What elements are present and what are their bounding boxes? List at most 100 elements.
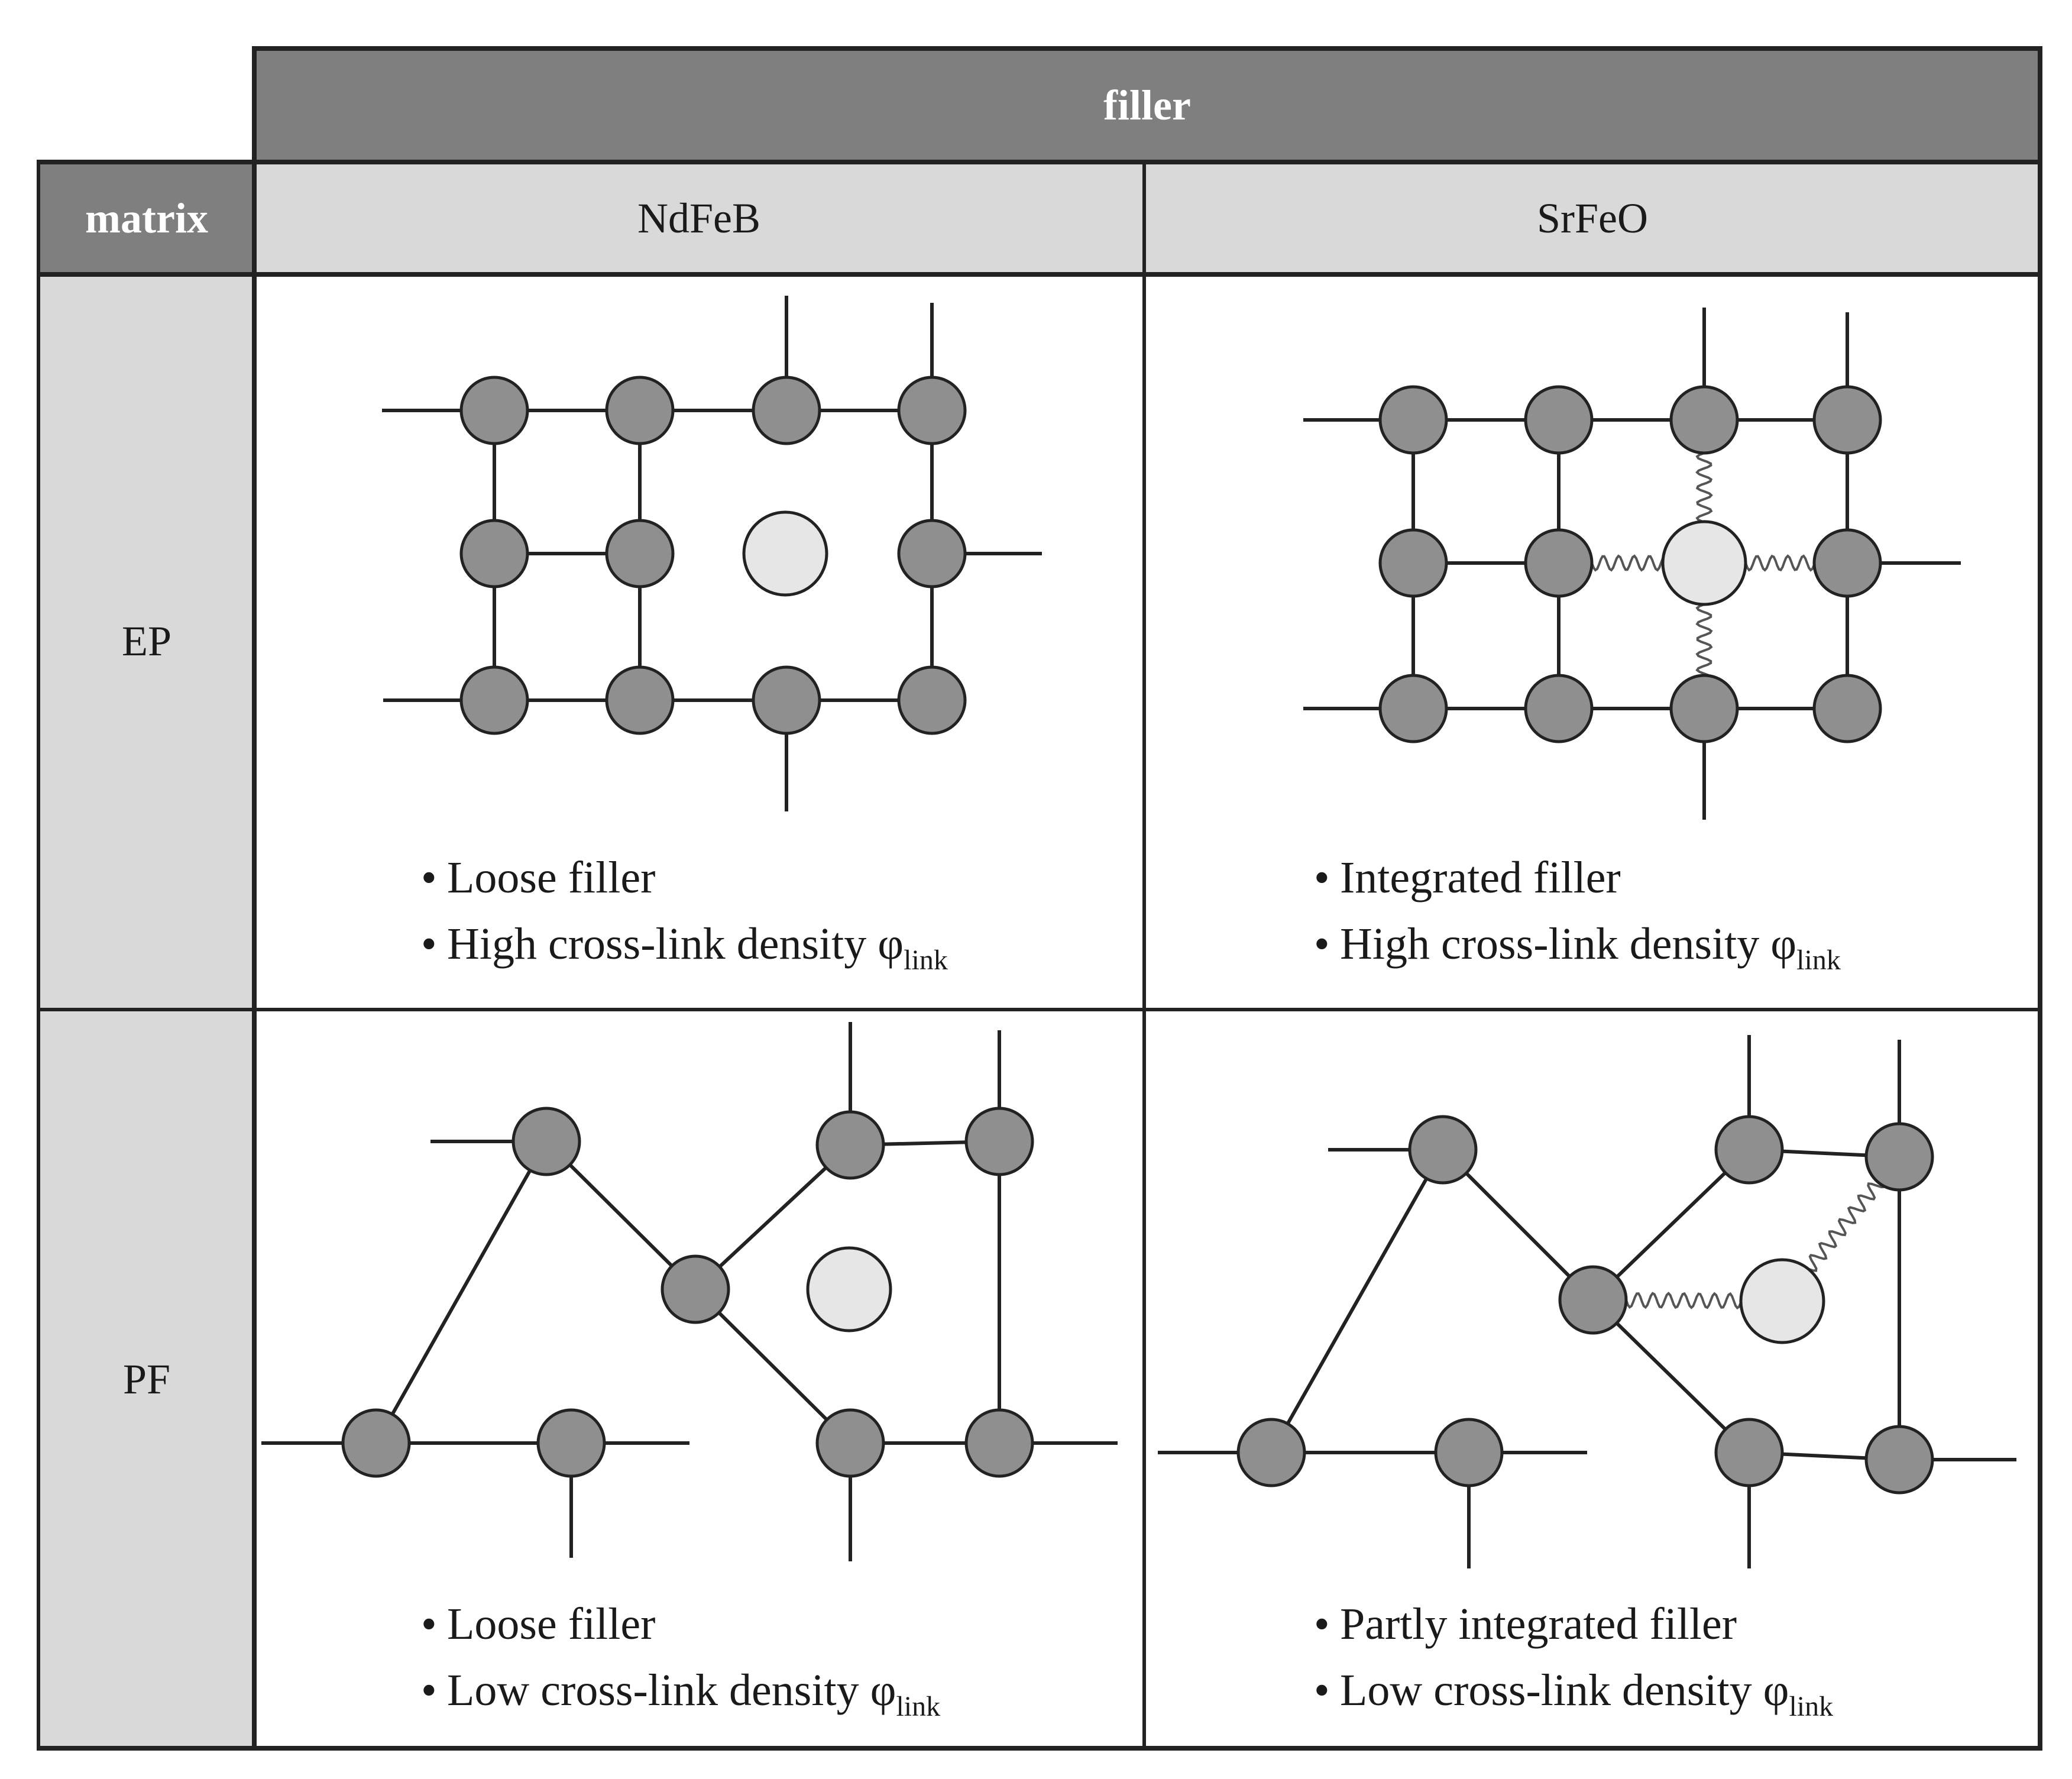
grid-row-divider (37, 1008, 2042, 1011)
polymer-node (459, 665, 529, 735)
notes-pf-ndfeb: •Loose filler •Low cross-link density φl… (421, 1591, 940, 1729)
filler-header: filler (1103, 81, 1191, 129)
polymer-node (1864, 1122, 1934, 1192)
note-line: •Loose filler (421, 853, 656, 903)
polymer-node (1714, 1418, 1784, 1487)
bond-line (1591, 1148, 1751, 1302)
polymer-node (511, 1107, 581, 1176)
polymer-node (815, 1408, 885, 1478)
column-header-bg (254, 162, 2040, 274)
polymer-node (1408, 1115, 1478, 1185)
phi-symbol: φ (1770, 919, 1797, 969)
polymer-node (1812, 528, 1882, 598)
grid-top-line (252, 46, 2042, 51)
matrix-header: matrix (85, 194, 208, 242)
polymer-node (815, 1110, 885, 1180)
polymer-node (1558, 1265, 1628, 1335)
row-label-pf: PF (122, 1355, 171, 1403)
column-header-ndfeb: NdFeB (637, 194, 761, 242)
polymer-node (1236, 1418, 1306, 1487)
note-text: Low cross-link density (1340, 1665, 1752, 1715)
note-line: •Low cross-link density φlink (421, 1665, 941, 1722)
filler-bond-wavy (1808, 1182, 1885, 1272)
grid-left-line (37, 160, 40, 1751)
polymer-node (459, 376, 529, 445)
filler-particle (1661, 520, 1747, 606)
note-line: •Partly integrated filler (1314, 1599, 1737, 1649)
polymer-node (1669, 674, 1739, 743)
polymer-node (661, 1254, 730, 1324)
polymer-node (1864, 1425, 1934, 1495)
polymer-node (752, 376, 821, 445)
polymer-node (1524, 528, 1594, 598)
phi-subscript: link (896, 1691, 941, 1722)
polymer-node (1524, 674, 1594, 743)
filler-particle (1739, 1258, 1825, 1344)
phi-subscript: link (904, 945, 948, 976)
polymer-node (1378, 528, 1448, 598)
note-text: Loose filler (447, 1599, 656, 1649)
filler-header-bg (254, 48, 2040, 162)
bond-line (374, 1140, 548, 1444)
grid-column-divider (1142, 160, 1146, 1751)
grid-right-line (2038, 46, 2042, 1751)
bond-line (545, 1140, 697, 1291)
note-line: •Loose filler (421, 1599, 656, 1649)
notes-ep-ndfeb: •Loose filler •High cross-link density φ… (421, 845, 948, 983)
polymer-node (1714, 1115, 1784, 1185)
polymer-node (605, 665, 675, 735)
note-text: High cross-link density (1340, 919, 1760, 969)
polymer-node (964, 1107, 1034, 1176)
grid-header-line (37, 160, 2042, 164)
filler-bond-wavy (1625, 1291, 1742, 1310)
polymer-node (752, 665, 821, 735)
filler-particle (742, 510, 828, 597)
phi-subscript: link (1796, 945, 1841, 976)
grid-subheader-line (37, 272, 2042, 277)
polymer-node (897, 519, 967, 588)
notes-ep-srfeo: •Integrated filler •High cross-link dens… (1314, 845, 1841, 983)
row-label-ep: EP (121, 617, 172, 665)
note-text: Low cross-link density (447, 1665, 859, 1715)
column-header-srfeo: SrFeO (1536, 194, 1648, 242)
phi-symbol: φ (870, 1665, 896, 1715)
phi-subscript: link (1789, 1691, 1834, 1722)
polymer-node (897, 376, 967, 445)
note-line: •Integrated filler (1314, 853, 1621, 903)
note-text: High cross-link density (447, 919, 867, 969)
note-line: •High cross-link density φlink (1314, 919, 1841, 976)
bond-line (1441, 1148, 1595, 1302)
polymer-node (1812, 674, 1882, 743)
filler-bond-wavy (1695, 452, 1713, 523)
phi-symbol: φ (878, 919, 904, 969)
polymer-node (897, 665, 967, 735)
bond-line (1270, 1149, 1445, 1454)
note-line: •High cross-link density φlink (421, 919, 948, 976)
polymer-node (536, 1408, 606, 1478)
polymer-node (1812, 385, 1882, 455)
row-label-bg (39, 274, 254, 1748)
polymer-node (1378, 385, 1448, 455)
polymer-node (1524, 385, 1594, 455)
note-text: Loose filler (447, 853, 656, 903)
bond-line (694, 1288, 852, 1445)
bond-line (694, 1143, 852, 1291)
phi-symbol: φ (1763, 1665, 1789, 1715)
grid-label-divider (252, 46, 257, 1751)
diagram-pf-ndfeb (261, 1022, 1118, 1561)
matrix-header-bg (39, 162, 254, 274)
diagram-ep-srfeo (1303, 308, 1961, 820)
diagram-ep-ndfeb (382, 296, 1042, 811)
polymer-node (964, 1408, 1034, 1478)
filler-bond-wavy (1744, 554, 1815, 572)
polymer-node (459, 519, 529, 588)
polymer-node (1378, 674, 1448, 743)
note-line: •Low cross-link density φlink (1314, 1665, 1834, 1722)
diagram-pf-srfeo (1158, 1035, 2016, 1568)
filler-bond-wavy (1695, 603, 1713, 677)
grid-bottom-line (37, 1746, 2042, 1751)
notes-pf-srfeo: •Partly integrated filler •Low cross-lin… (1314, 1591, 1833, 1729)
filler-bond-wavy (1591, 554, 1664, 572)
filler-particle (806, 1246, 892, 1332)
